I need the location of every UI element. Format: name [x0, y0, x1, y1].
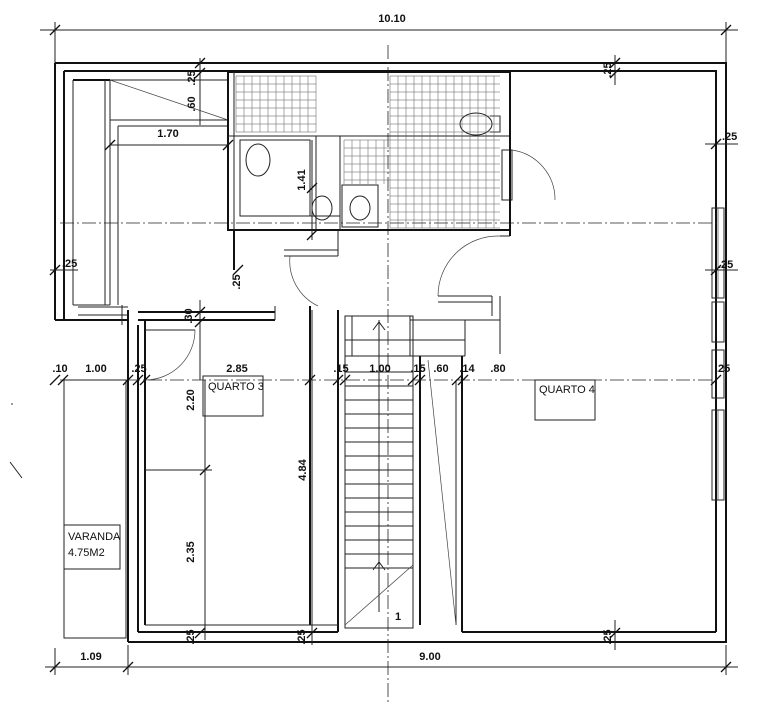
dim-15-right: .15	[410, 363, 425, 375]
hall	[233, 230, 510, 354]
dim-10: .10	[52, 363, 67, 375]
dim-15-left: .15	[333, 363, 348, 375]
dim-overall-width: 10.10	[378, 13, 406, 25]
right-windows	[711, 207, 725, 501]
dim-25-right-1: .25	[722, 131, 737, 143]
varanda: VARANDA 4.75M2	[63, 379, 127, 639]
dim-220: 2.20	[185, 389, 197, 410]
dim-484: 4.84	[297, 458, 309, 480]
quarto-4: QUARTO 4	[419, 72, 596, 632]
dim-25-top-left: .25	[186, 70, 198, 85]
stair-mark: 1	[395, 611, 401, 623]
varanda-name: VARANDA	[68, 531, 121, 543]
dim-25-bottom-1: .25	[185, 629, 197, 644]
dim-25-bottom-3: .25	[602, 629, 614, 644]
dim-25-row: .25	[131, 363, 146, 375]
axis-row-ticks	[49, 374, 469, 386]
quarto-3: QUARTO 3	[138, 306, 339, 632]
dim-100-stair: 1.00	[369, 363, 390, 375]
quarto-3-label: QUARTO 3	[208, 381, 264, 393]
quarto-4-label: QUARTO 4	[539, 384, 595, 396]
dim-25-left: .25	[62, 258, 77, 270]
dim-25-right-2: .25	[718, 259, 733, 271]
stray-marks	[9, 403, 23, 479]
dim-60: .60	[186, 96, 198, 111]
dim-235: 2.35	[185, 541, 197, 562]
dim-109: 1.09	[80, 651, 101, 663]
dim-25-bottom-2: .25	[296, 629, 308, 644]
dim-hall-width: 1.70	[157, 128, 178, 140]
dim-60-row: .60	[433, 363, 448, 375]
dim-285: 2.85	[226, 363, 247, 375]
dim-14: .14	[459, 363, 475, 375]
dim-80: .80	[490, 363, 505, 375]
dim-25-right-3: .25	[715, 363, 730, 375]
bathroom	[227, 71, 556, 231]
left-upper-area	[72, 79, 229, 325]
dim-141: 1.41	[296, 169, 308, 190]
dim-900: 9.00	[419, 651, 440, 663]
dim-100-left: 1.00	[85, 363, 106, 375]
outer-walls	[54, 62, 727, 643]
varanda-area: 4.75M2	[68, 547, 105, 559]
staircase: 1	[344, 315, 500, 629]
dim-30: .30	[183, 308, 195, 323]
bathroom-tiles	[235, 75, 500, 229]
top-dimension-line: 10.10	[40, 13, 738, 66]
dim-25-hall-left: .25	[231, 274, 243, 289]
bottom-dimension-line: 1.09 9.00	[45, 645, 738, 675]
dimension-labels: 1.70 .25 .60 .25 .25 .25 .25 .25 .25 .30…	[49, 55, 738, 650]
